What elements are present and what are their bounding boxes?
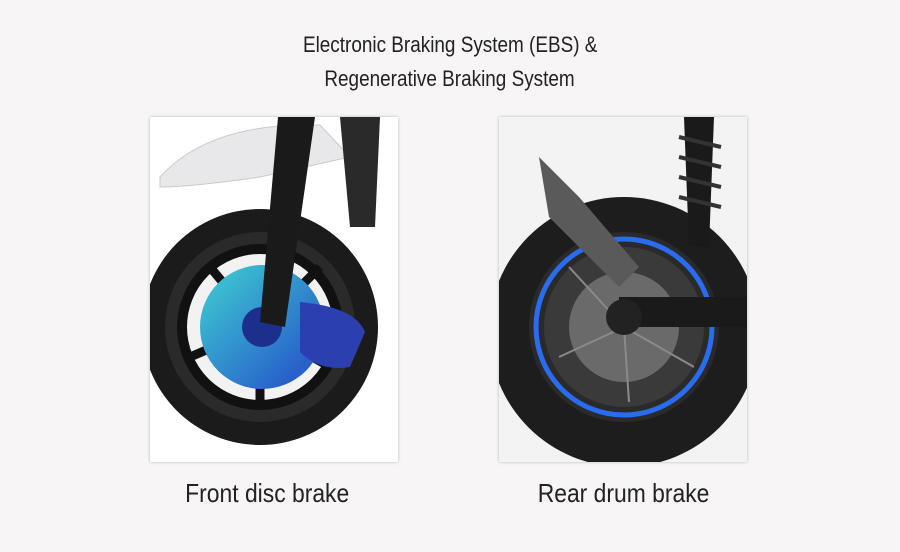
front-disc-brake-caption: Front disc brake	[117, 478, 417, 509]
caption-text: Front disc brake	[184, 478, 350, 508]
rear-drum-brake-caption: Rear drum brake	[474, 478, 774, 509]
page-title-line-2: Regenerative Braking System	[0, 66, 900, 92]
caption-text: Rear drum brake	[538, 478, 710, 508]
page-title-line-1: Electronic Braking System (EBS) &	[0, 32, 900, 58]
title-text-2: Regenerative Braking System	[324, 66, 576, 91]
title-text-1: Electronic Braking System (EBS) &	[302, 32, 598, 57]
rear-drum-brake-image	[499, 117, 747, 462]
front-disc-brake-image	[150, 117, 398, 462]
